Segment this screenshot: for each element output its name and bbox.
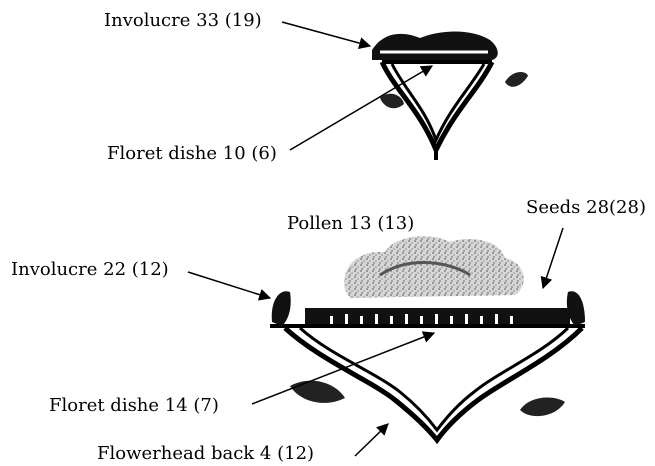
- label-involucre-top: Involucre 33 (19): [104, 12, 262, 30]
- leader-arrows: [188, 22, 563, 456]
- label-floret-dish-bottom: Floret dishe 14 (7): [49, 397, 219, 415]
- arrow-flowerhead-back: [355, 424, 388, 456]
- bottom-flowerhead: [270, 236, 585, 440]
- arrow-involucre-bottom: [188, 272, 270, 298]
- label-floret-dish-top: Floret dishe 10 (6): [107, 145, 277, 163]
- arrow-involucre-top: [282, 22, 370, 46]
- label-involucre-bottom: Involucre 22 (12): [11, 261, 169, 279]
- label-pollen: Pollen 13 (13): [287, 215, 414, 233]
- label-flowerhead-back: Flowerhead back 4 (12): [97, 445, 314, 463]
- label-seeds: Seeds 28(28): [526, 199, 646, 217]
- top-flowerhead: [372, 32, 528, 161]
- arrow-seeds: [543, 228, 563, 288]
- arrow-floret-dish-bottom: [252, 333, 434, 404]
